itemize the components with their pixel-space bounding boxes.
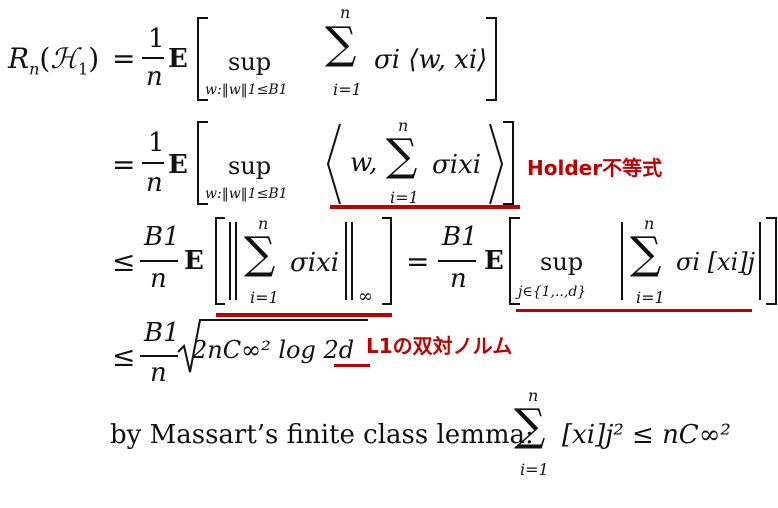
- dual-norm-annotation: L1の双対ノルム: [366, 334, 513, 358]
- line2-frac-den: n: [146, 168, 163, 198]
- line1-sum-bottom: i=1: [333, 80, 362, 99]
- line2-exp: E: [168, 150, 188, 180]
- line3-right-bracket: [382, 217, 392, 305]
- line4-frac-num: B1: [144, 318, 180, 348]
- line3-body-left: σixi: [290, 248, 340, 278]
- line1-right-bracket: [486, 17, 497, 101]
- line5-sum-bottom: i=1: [520, 460, 549, 479]
- line3-sum2-top: n: [644, 214, 655, 233]
- line3-sum-top: n: [258, 214, 269, 233]
- line4-frac-den: n: [150, 358, 167, 388]
- line1-sum-sign: ∑: [325, 18, 357, 69]
- line5-sum-sign: ∑: [514, 400, 546, 451]
- line1-sup-op: sup: [228, 48, 272, 76]
- line5-sum-top: n: [528, 386, 539, 405]
- line1-sup-sub: w:‖w‖1≤B1: [205, 82, 288, 98]
- line2-right-bracket: [503, 121, 514, 205]
- line2-sup-sub: w:‖w‖1≤B1: [205, 186, 288, 202]
- line1-frac-num: 1: [148, 24, 165, 54]
- line3-exp-right: E: [484, 246, 504, 276]
- line2-inner-w: w,: [350, 148, 378, 178]
- line3-sum2-sign: ∑: [630, 228, 662, 279]
- line2-right-angle: [489, 123, 504, 205]
- line3-right-right-bracket: [766, 217, 777, 305]
- line5-body: [xi]j² ≤ nC∞²: [562, 420, 731, 450]
- line2-sup-op: sup: [228, 152, 272, 180]
- line4-sqrt-body: 2nC∞² log 2d: [192, 336, 355, 364]
- line4-rel: ≤: [112, 340, 136, 373]
- line3-mid-rel: =: [406, 245, 430, 278]
- sup-underline: [516, 309, 752, 312]
- line2-rel: =: [112, 148, 136, 181]
- log-underline: [334, 364, 370, 367]
- holder-annotation: Holder不等式: [527, 156, 663, 180]
- line3-frac-left-den: n: [150, 264, 167, 294]
- line3-sum-sign: ∑: [244, 228, 276, 279]
- line1-left-bracket: [197, 17, 208, 101]
- line3-frac-right-num: B1: [442, 222, 478, 252]
- line3-frac-left-num: B1: [144, 222, 180, 252]
- line4-sqrt: [177, 319, 368, 373]
- line1-rel: =: [112, 42, 136, 75]
- norm-underline: [216, 313, 392, 317]
- line3-rel: ≤: [112, 245, 136, 278]
- line5-text: by Massart’s finite class lemma:: [110, 420, 534, 450]
- line3-sup-sub: j∈{1,..,d}: [518, 284, 587, 300]
- lhs: Rn(ℋ1): [8, 42, 100, 79]
- line2-left-bracket: [197, 121, 208, 205]
- line3-sum-bottom: i=1: [250, 288, 279, 307]
- line1-frac-den: n: [146, 62, 163, 92]
- line2-body: σixi: [432, 150, 482, 180]
- line2-sum-sign: ∑: [386, 130, 418, 181]
- line2-left-angle: [326, 123, 341, 205]
- line3-sup-op: sup: [540, 248, 584, 276]
- line2-sum-top: n: [398, 116, 409, 135]
- line3-norm-sub: ∞: [358, 286, 373, 307]
- line3-sum2-bottom: i=1: [636, 288, 665, 307]
- holder-underline: [330, 205, 520, 209]
- line3-left-bracket: [215, 217, 225, 305]
- line1-exp: E: [168, 44, 188, 74]
- line2-sum-bottom: i=1: [390, 188, 419, 207]
- line2-frac-num: 1: [148, 128, 165, 158]
- line3-body-right: σi [xi]j: [676, 248, 756, 276]
- line1-body: σi ⟨w, xi⟩: [374, 45, 488, 75]
- line3-frac-right-den: n: [450, 264, 467, 294]
- line1-sum-top: n: [340, 3, 351, 22]
- line3-right-left-bracket: [509, 217, 520, 305]
- line3-exp-left: E: [184, 246, 204, 276]
